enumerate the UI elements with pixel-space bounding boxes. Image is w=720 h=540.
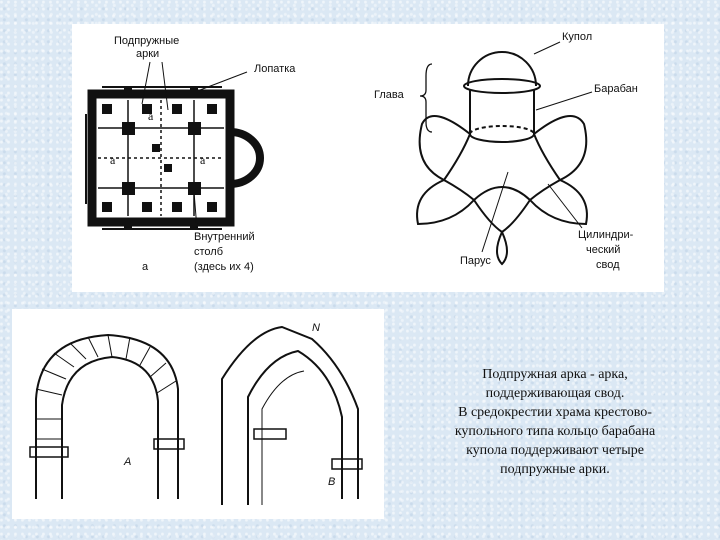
arch-a-inner — [61, 355, 159, 499]
arch-b-impost — [331, 458, 363, 470]
vault-petal — [528, 179, 588, 226]
figure-letter: а — [142, 261, 149, 273]
plan-cell-letter: а — [110, 153, 116, 167]
plan-leader-lines — [141, 61, 248, 230]
drum-base — [469, 133, 535, 143]
arches-illustration: A B N — [12, 309, 384, 519]
dome-rim — [463, 78, 541, 94]
plan-inner-pillars — [122, 122, 201, 195]
plan-cell-letter: а — [148, 109, 154, 123]
label-drum: Барабан — [594, 83, 638, 95]
inner-pillar — [122, 182, 135, 195]
label-cylindrical-vault: ческий — [586, 244, 620, 256]
pendentive-shape — [473, 186, 532, 234]
label-cylindrical-vault: Цилиндри- — [578, 229, 634, 241]
label-pendentive: Парус — [460, 255, 491, 267]
label-arches: Подпружные — [114, 35, 179, 47]
label-inner-pillar: столб — [194, 246, 223, 258]
caption-text: Подпружная арка - арка, поддерживающая с… — [410, 365, 700, 479]
arch-a-impost — [29, 446, 69, 458]
label-head: Глава — [374, 89, 405, 101]
label-dome: Купол — [562, 31, 592, 43]
arch-label-n: N — [312, 322, 320, 334]
arch-label-b: B — [328, 476, 335, 488]
arch-a-outer — [35, 333, 179, 499]
arches-drawing: A B N — [29, 322, 363, 505]
vault-petal — [416, 179, 476, 226]
caption-line: купола поддерживают четыре — [466, 443, 644, 458]
arch-label-a: A — [123, 456, 131, 468]
plan-wall-hatching — [85, 86, 222, 230]
caption-line: подпружные арки. — [500, 462, 610, 477]
label-inner-pillar: (здесь их 4) — [194, 261, 254, 273]
pendentive-tip — [496, 231, 508, 266]
label-cylindrical-vault: свод — [596, 259, 620, 271]
label-inner-pillar: Внутренний — [194, 231, 255, 243]
arch-b-impost — [253, 428, 287, 440]
caption-line: В средокрестии храма крестово- — [458, 405, 652, 420]
plan-checker-bays — [102, 104, 217, 212]
label-arches: арки — [136, 48, 159, 60]
caption-line: поддерживающая свод. — [485, 386, 625, 401]
inner-pillar — [122, 122, 135, 135]
caption-line: купольного типа кольцо барабана — [454, 424, 656, 439]
inner-pillar — [188, 122, 201, 135]
dome-cap — [467, 51, 537, 87]
caption-line: Подпружная арка - арка, — [482, 367, 628, 382]
plan-pilasters — [124, 86, 198, 230]
arch-b-rib — [261, 370, 305, 505]
plan-cell-letter: а — [200, 153, 206, 167]
dome-construction — [416, 41, 593, 266]
arch-a-impost — [153, 438, 185, 450]
arch-b-outer — [221, 325, 359, 505]
church-plan: а а а Подпружные арки Лопатка Внутренний… — [85, 35, 296, 273]
label-pilaster: Лопатка — [254, 63, 296, 75]
plan-and-dome-illustration: а а а Подпружные арки Лопатка Внутренний… — [72, 24, 664, 292]
vault-petal — [533, 115, 588, 182]
arch-b-inner — [247, 349, 343, 505]
plan-outer-wall — [87, 89, 235, 227]
arch-a — [29, 333, 185, 499]
arch-b — [221, 325, 363, 505]
head-brace — [419, 63, 433, 133]
vault-petal — [418, 115, 471, 182]
drum-base-hidden — [469, 125, 535, 135]
plan-and-dome-drawing: а а а Подпружные арки Лопатка Внутренний… — [85, 31, 638, 273]
inner-pillar — [188, 182, 201, 195]
plan-apse — [229, 128, 264, 188]
